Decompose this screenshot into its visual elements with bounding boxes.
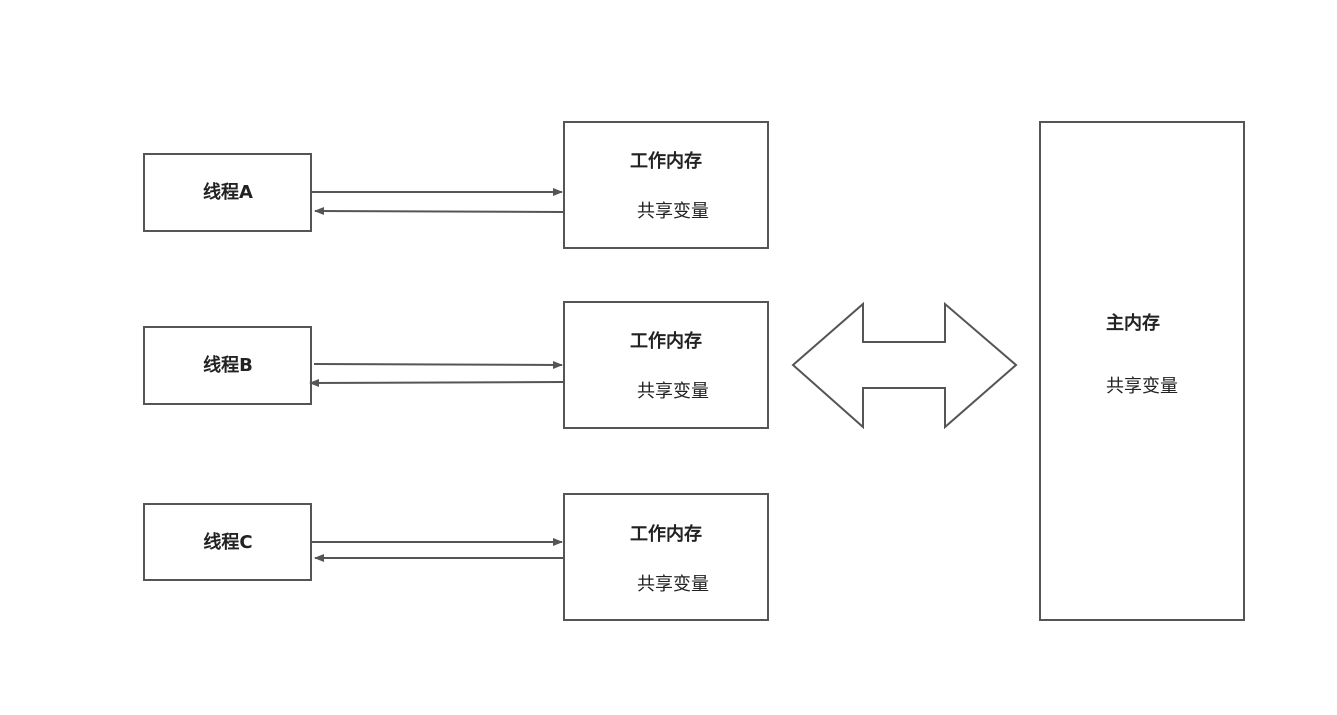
working-memory-b-title: 工作内存 bbox=[630, 330, 702, 352]
working-memory-b-box bbox=[563, 301, 769, 429]
arrow-thread-b-to-working-memory bbox=[313, 360, 563, 369]
working-memory-a-box bbox=[563, 121, 769, 249]
working-memory-b-content: 共享变量 bbox=[637, 381, 709, 402]
working-memory-a-title: 工作内存 bbox=[630, 150, 702, 172]
thread-a-label: 线程A bbox=[203, 181, 253, 203]
main-memory-title: 主内存 bbox=[1106, 312, 1160, 334]
thread-a-node: 线程A bbox=[143, 153, 312, 232]
main-memory-content: 共享变量 bbox=[1106, 376, 1178, 397]
working-memory-a-node: 工作内存 共享变量 bbox=[563, 121, 769, 249]
working-memory-c-title: 工作内存 bbox=[630, 523, 702, 545]
main-memory-box bbox=[1039, 121, 1245, 621]
working-memory-c-box bbox=[563, 493, 769, 621]
thread-a-box bbox=[143, 153, 312, 232]
thread-b-box bbox=[143, 326, 312, 405]
thread-c-box bbox=[143, 503, 312, 581]
thread-b-node: 线程B bbox=[143, 326, 312, 405]
thread-b-label: 线程B bbox=[203, 354, 253, 376]
working-memory-b-node: 工作内存 共享变量 bbox=[563, 301, 769, 429]
working-memory-c-content: 共享变量 bbox=[637, 574, 709, 595]
thread-c-node: 线程C bbox=[143, 503, 312, 581]
working-memory-c-node: 工作内存 共享变量 bbox=[563, 493, 769, 621]
arrow-working-memory-to-thread-b bbox=[309, 378, 564, 387]
working-memory-a-content: 共享变量 bbox=[637, 201, 709, 222]
bidirectional-sync-arrow bbox=[791, 301, 1018, 430]
thread-c-label: 线程C bbox=[203, 531, 252, 553]
arrow-working-memory-to-thread-a bbox=[314, 207, 564, 216]
main-memory-node: 主内存 共享变量 bbox=[1039, 121, 1245, 621]
